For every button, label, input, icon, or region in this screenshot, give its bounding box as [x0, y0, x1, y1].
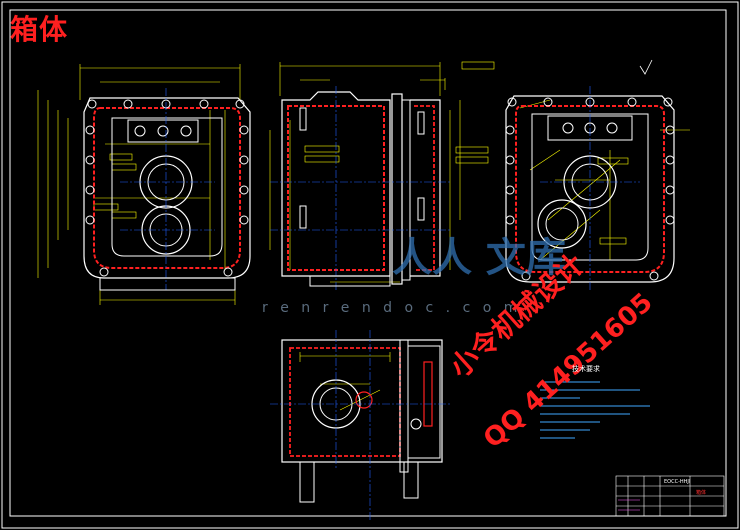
side-view [269, 61, 495, 290]
inner-border [9, 9, 727, 517]
titleblock-part: 箱体 [696, 490, 707, 496]
title-block-marks [618, 499, 640, 511]
watermark-url: r e n r e n d o c . c o m [262, 300, 522, 316]
technical-notes-lines [540, 381, 650, 439]
drawing-title: 箱体 [10, 13, 69, 46]
front-view [37, 64, 251, 305]
top-view [270, 330, 452, 520]
right-view [505, 59, 690, 290]
technical-notes-title: 技术要求 [572, 365, 600, 373]
titleblock-code: EOCC-HHJI [664, 479, 691, 485]
title-block [615, 475, 725, 517]
watermark-brand: 人人 文库 [392, 235, 566, 281]
